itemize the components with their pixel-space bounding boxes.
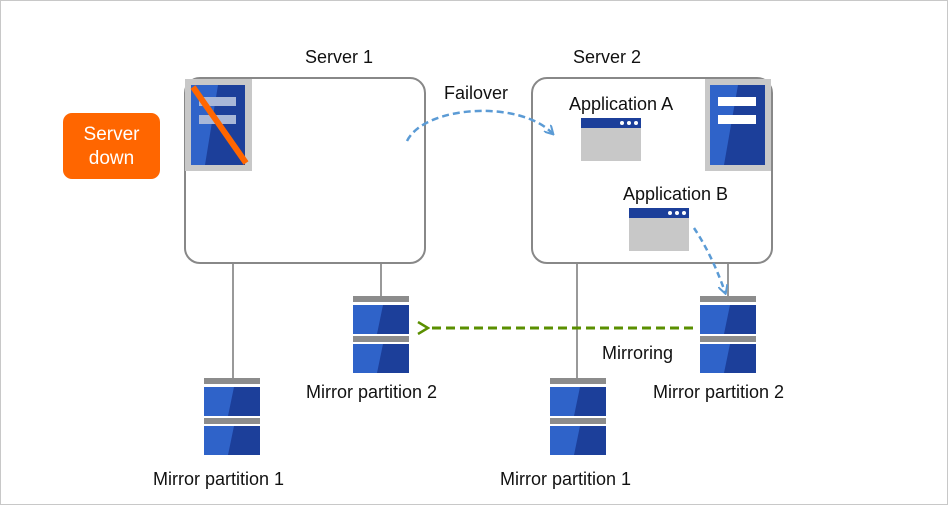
application-a-window-icon [581,118,641,161]
disk-icon-s1-mirror-partition-2 [353,296,409,373]
server-2-title: Server 2 [573,47,642,67]
failover-arrow [405,109,552,142]
app-b-to-mirror-arrow [692,227,725,292]
disk-icon-s2-mirror-partition-1 [550,378,606,455]
disk-icon-s1-mirror-partition-1 [204,378,260,455]
server-down-badge: Server down [63,113,160,179]
disk-icon-s2-mirror-partition-2 [700,296,756,373]
s2-mirror-partition-1-label: Mirror partition 1 [500,469,632,489]
application-b-label: Application B [623,184,729,204]
s2-mirror-partition-2-label: Mirror partition 2 [653,382,785,402]
server-down-line1: Server [83,124,140,145]
server-down-line2: down [88,148,135,169]
application-b-window-icon [629,208,689,251]
application-a-label: Application A [569,94,674,114]
server-icon [705,79,771,171]
mirroring-label: Mirroring [602,343,674,363]
server-1-title: Server 1 [305,47,374,67]
s1-mirror-partition-2-label: Mirror partition 2 [306,382,438,402]
failover-label: Failover [444,83,509,103]
s1-mirror-partition-1-label: Mirror partition 1 [153,469,285,489]
server-failed-icon [185,79,252,171]
